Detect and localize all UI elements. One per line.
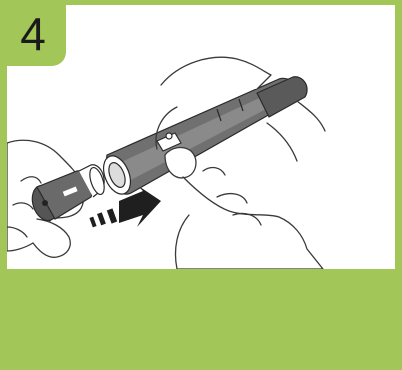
step-number: 4: [20, 11, 46, 57]
step-number-badge: 4: [0, 0, 66, 66]
lancing-device-icon: [98, 77, 307, 198]
step-text-panel: [7, 276, 395, 364]
